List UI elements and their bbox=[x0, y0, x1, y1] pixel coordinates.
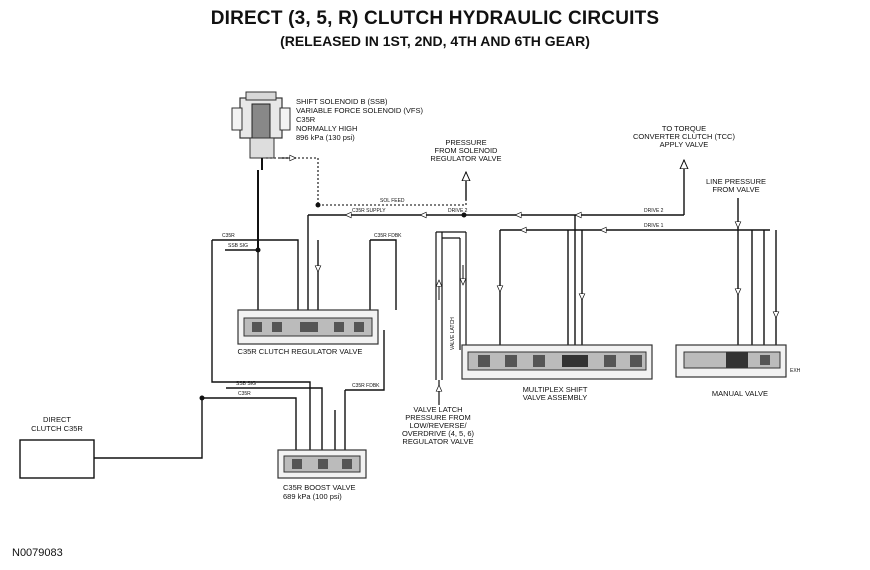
valve-latch-label: VALVE LATCH PRESSURE FROM LOW/REVERSE/ O… bbox=[402, 405, 475, 446]
boost-valve-label: C35R BOOST VALVE 689 kPa (100 psi) bbox=[283, 483, 356, 501]
svg-text:OVERDRIVE (4, 5, 6): OVERDRIVE (4, 5, 6) bbox=[402, 429, 475, 438]
svg-text:689 kPa (100 psi): 689 kPa (100 psi) bbox=[283, 492, 342, 501]
valve-latch-vertical-label: VALVE LATCH bbox=[450, 317, 456, 350]
c35r-fdbk-line-label-a: C35R FDBK bbox=[374, 233, 402, 239]
diagram-subtitle: (RELEASED IN 1ST, 2ND, 4TH AND 6TH GEAR) bbox=[280, 33, 590, 49]
c35r-fdbk-line-label-b: C35R FDBK bbox=[352, 383, 380, 389]
ssb-sig-line-label-a: SSB SIG bbox=[228, 243, 248, 249]
svg-text:MULTIPLEX SHIFT: MULTIPLEX SHIFT bbox=[523, 385, 588, 394]
solenoid-label: SHIFT SOLENOID B (SSB) VARIABLE FORCE SO… bbox=[296, 97, 423, 142]
svg-text:CLUTCH C35R: CLUTCH C35R bbox=[31, 424, 83, 433]
svg-text:C35R BOOST VALVE: C35R BOOST VALVE bbox=[283, 483, 356, 492]
svg-text:VARIABLE FORCE SOLENOID (VFS): VARIABLE FORCE SOLENOID (VFS) bbox=[296, 106, 423, 115]
drive2-line-label-a: DRIVE 2 bbox=[448, 208, 468, 214]
svg-text:PRESSURE: PRESSURE bbox=[445, 138, 486, 147]
svg-text:APPLY VALVE: APPLY VALVE bbox=[660, 140, 709, 149]
drive1-line-label: DRIVE 1 bbox=[644, 223, 664, 229]
ssb-sig-line-label-b: SSB SIG bbox=[236, 381, 256, 387]
c35r-supply-line-label: C35R SUPPLY bbox=[352, 208, 386, 214]
svg-text:PRESSURE FROM: PRESSURE FROM bbox=[405, 413, 470, 422]
svg-text:DIRECT: DIRECT bbox=[43, 415, 71, 424]
svg-text:NORMALLY HIGH: NORMALLY HIGH bbox=[296, 124, 357, 133]
shift-solenoid-b bbox=[231, 91, 291, 170]
c35r-line-label-a: C35R bbox=[222, 233, 235, 239]
svg-text:FROM SOLENOID: FROM SOLENOID bbox=[435, 146, 499, 155]
pressure-from-solenoid-label: PRESSURE FROM SOLENOID REGULATOR VALVE bbox=[430, 138, 501, 163]
svg-text:CONVERTER CLUTCH (TCC): CONVERTER CLUTCH (TCC) bbox=[633, 132, 735, 141]
figure-id: N0079083 bbox=[12, 547, 63, 559]
c35r-line-label-b: C35R bbox=[238, 391, 251, 397]
svg-text:LOW/REVERSE/: LOW/REVERSE/ bbox=[409, 421, 467, 430]
svg-text:C35R: C35R bbox=[296, 115, 316, 124]
svg-text:REGULATOR VALVE: REGULATOR VALVE bbox=[430, 154, 501, 163]
svg-text:VALVE ASSEMBLY: VALVE ASSEMBLY bbox=[523, 393, 588, 402]
exh-label-manual: EXH bbox=[790, 368, 801, 374]
svg-text:FROM VALVE: FROM VALVE bbox=[712, 185, 759, 194]
svg-text:896 kPa (130 psi): 896 kPa (130 psi) bbox=[296, 133, 355, 142]
svg-text:SHIFT SOLENOID B (SSB): SHIFT SOLENOID B (SSB) bbox=[296, 97, 388, 106]
svg-text:TO TORQUE: TO TORQUE bbox=[662, 124, 706, 133]
manual-valve-label: MANUAL VALVE bbox=[712, 389, 768, 398]
svg-text:LINE PRESSURE: LINE PRESSURE bbox=[706, 177, 766, 186]
c35r-boost-valve bbox=[277, 449, 367, 479]
sol-feed-line-label: SOL FEED bbox=[380, 198, 405, 204]
direct-clutch-label: DIRECT CLUTCH C35R bbox=[31, 415, 83, 433]
line-pressure-label: LINE PRESSURE FROM VALVE bbox=[706, 177, 766, 194]
multiplex-shift-valve-assembly bbox=[461, 344, 653, 380]
drive2-line-label-b: DRIVE 2 bbox=[644, 208, 664, 214]
svg-text:REGULATOR VALVE: REGULATOR VALVE bbox=[402, 437, 473, 446]
manual-valve bbox=[675, 344, 787, 378]
c35r-clutch-regulator-valve bbox=[237, 309, 379, 345]
regulator-valve-label: C35R CLUTCH REGULATOR VALVE bbox=[238, 347, 363, 356]
diagram-title: DIRECT (3, 5, R) CLUTCH HYDRAULIC CIRCUI… bbox=[210, 8, 660, 29]
multiplex-label: MULTIPLEX SHIFT VALVE ASSEMBLY bbox=[523, 385, 588, 402]
tcc-label: TO TORQUE CONVERTER CLUTCH (TCC) APPLY V… bbox=[633, 124, 735, 149]
svg-text:VALVE LATCH: VALVE LATCH bbox=[413, 405, 462, 414]
direct-clutch-box bbox=[19, 439, 95, 479]
